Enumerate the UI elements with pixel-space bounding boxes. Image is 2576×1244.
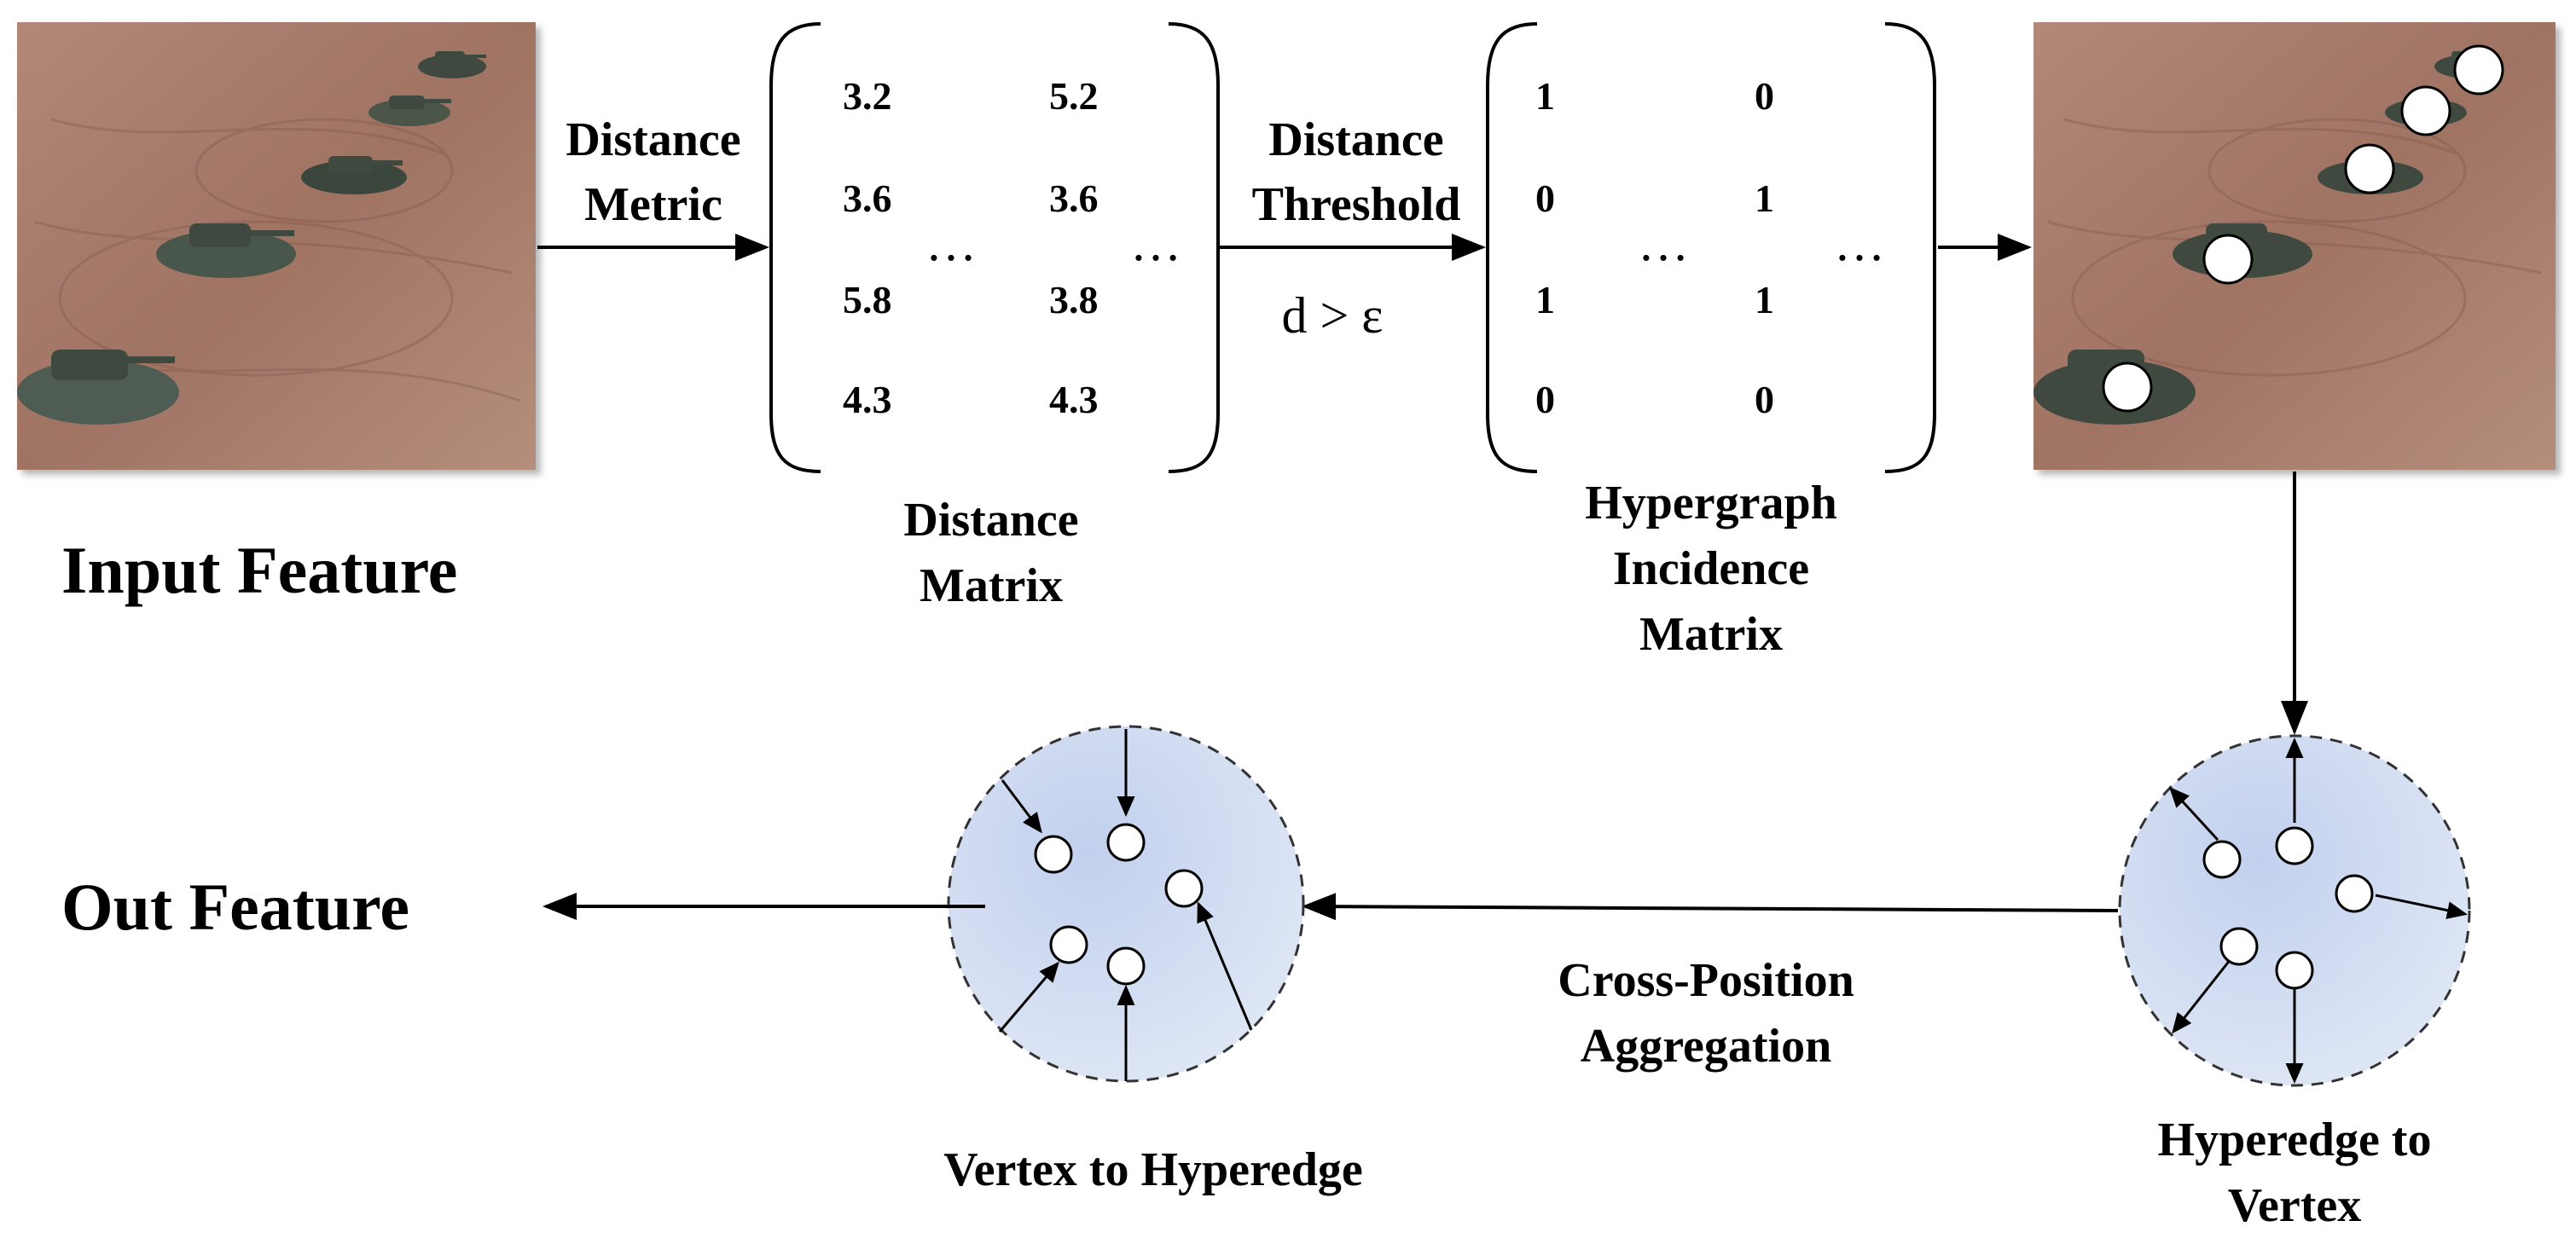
distance-matrix-cell: 5.8	[843, 278, 892, 321]
distance-threshold-label: Distance	[1268, 113, 1443, 166]
cross-position-label: Cross-Position	[1558, 954, 1854, 1007]
vertex-to-hyperedge-label: Vertex to Hyperedge	[943, 1143, 1362, 1196]
ellipsis: …	[1130, 215, 1181, 271]
distance-matrix-cell: 4.3	[843, 378, 892, 421]
incidence-matrix-label: Hypergraph	[1585, 477, 1837, 529]
ellipsis: …	[1834, 215, 1885, 271]
distance-matrix-cell: 3.6	[843, 176, 892, 220]
distance-matrix-label: Matrix	[920, 559, 1063, 612]
distance-matrix-label: Distance	[903, 494, 1078, 547]
distance-threshold-label: Threshold	[1252, 178, 1461, 231]
distance-metric-label: Metric	[584, 178, 722, 231]
ellipsis: …	[1638, 215, 1689, 271]
vertex-node-icon	[1034, 823, 1204, 986]
distance-metric-label: Distance	[566, 113, 740, 166]
incidence-matrix: 1 0 1 0 0 1 1 0 … …	[1486, 22, 1936, 473]
input-feature-image	[17, 22, 536, 470]
incidence-matrix-cell: 1	[1535, 278, 1555, 321]
threshold-formula: d > ε	[1281, 287, 1383, 344]
incidence-matrix-cell: 0	[1535, 378, 1555, 421]
distance-matrix-cell: 3.2	[843, 74, 892, 118]
arrow	[1302, 893, 2119, 921]
tank-icon	[17, 51, 486, 425]
cross-position-label: Aggregation	[1581, 1020, 1832, 1073]
distance-matrix: 3.2 3.6 5.8 4.3 5.2 3.6 3.8 4.3 … …	[769, 22, 1220, 473]
distance-matrix-cell: 3.6	[1049, 176, 1099, 220]
incidence-matrix-cell: 1	[1755, 176, 1774, 220]
incidence-matrix-cell: 0	[1755, 378, 1774, 421]
distance-matrix-cell: 5.2	[1049, 74, 1099, 118]
incidence-matrix-label: Incidence	[1613, 542, 1809, 595]
hyperedge-to-vertex-label: Vertex	[2228, 1179, 2362, 1232]
incidence-matrix-label: Matrix	[1639, 608, 1783, 661]
ellipsis: …	[925, 215, 977, 271]
vertex-node-icon	[2202, 826, 2374, 990]
hyperedge-to-vertex-label: Hyperedge to	[2158, 1114, 2432, 1166]
incidence-matrix-cell: 0	[1535, 176, 1555, 220]
out-feature-label: Out Feature	[61, 870, 409, 944]
distance-matrix-cell: 4.3	[1049, 378, 1099, 421]
distance-matrix-cell: 3.8	[1049, 278, 1099, 321]
incidence-matrix-cell: 0	[1755, 74, 1774, 118]
incidence-matrix-cell: 1	[1535, 74, 1555, 118]
hyperedge-to-vertex-circle	[2118, 734, 2471, 1087]
incidence-matrix-cell: 1	[1755, 278, 1774, 321]
input-feature-label: Input Feature	[61, 533, 457, 607]
hypergraph-vertex-image	[2034, 22, 2556, 470]
vertex-to-hyperedge-circle	[947, 725, 1305, 1083]
vertex-node-icon	[2102, 44, 2504, 413]
